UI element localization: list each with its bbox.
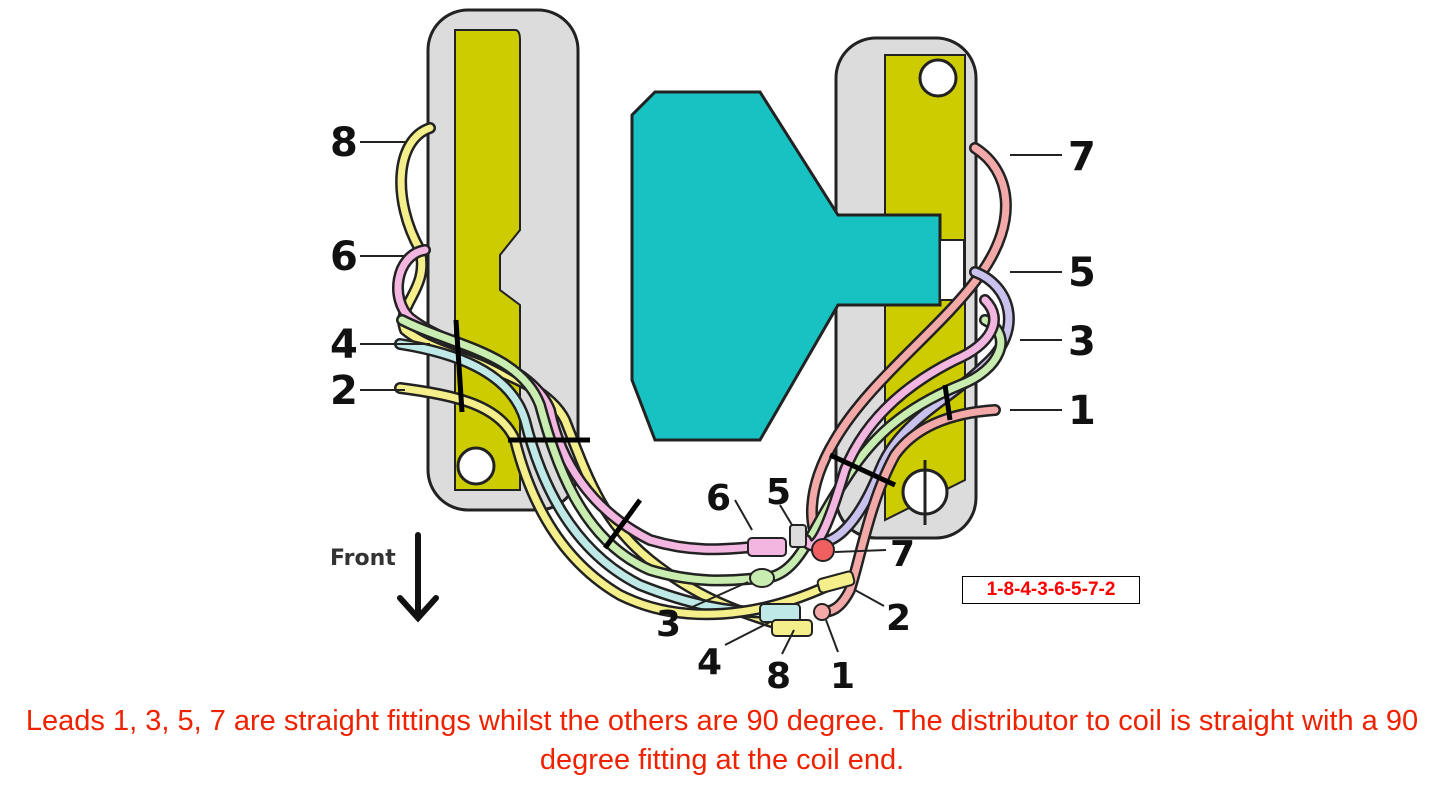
lead-2: [396, 384, 844, 618]
plug-label-8: 8: [330, 120, 358, 166]
lead-4b: [398, 316, 764, 584]
plug-label-5: 5: [1068, 250, 1096, 296]
label-leader-lines: [360, 141, 1062, 655]
dist-label-1: 1: [830, 656, 855, 697]
lead-clips: [453, 319, 953, 550]
dist-label-4: 4: [697, 642, 722, 683]
front-label: Front: [330, 546, 396, 571]
front-arrow-icon: [397, 532, 439, 623]
plug-label-7: 7: [1068, 134, 1096, 180]
dist-label-7: 7: [890, 534, 915, 575]
plug-label-3: 3: [1068, 319, 1096, 365]
dist-label-6: 6: [706, 478, 731, 519]
plug-label-4: 4: [330, 322, 358, 368]
lead-5: [796, 268, 1013, 546]
caption-text: Leads 1, 3, 5, 7 are straight fittings w…: [25, 705, 1419, 776]
dist-label-2: 2: [886, 598, 911, 639]
lead-7: [808, 144, 1010, 554]
plug-label-6: 6: [330, 234, 358, 280]
plug-label-1: 1: [1068, 388, 1096, 434]
plug-label-2: 2: [330, 368, 358, 414]
distributor-fittings: [747, 524, 856, 637]
lead-4: [396, 340, 774, 617]
ignition-lead-diagram: 8 6 4 2 7 5 3 1 6 5 7 3 2 4 8 1 Front: [330, 8, 1096, 697]
dist-label-5: 5: [766, 472, 791, 513]
engine-block: [630, 90, 965, 442]
lead-6: [394, 246, 756, 553]
ignition-leads: [392, 122, 1015, 634]
lead-1: [818, 406, 999, 616]
dist-label-3: 3: [656, 604, 681, 645]
firing-order-box: 1-8-4-3-6-5-7-2: [962, 576, 1140, 604]
lead-1b: [802, 296, 998, 549]
dist-label-8: 8: [766, 656, 791, 697]
